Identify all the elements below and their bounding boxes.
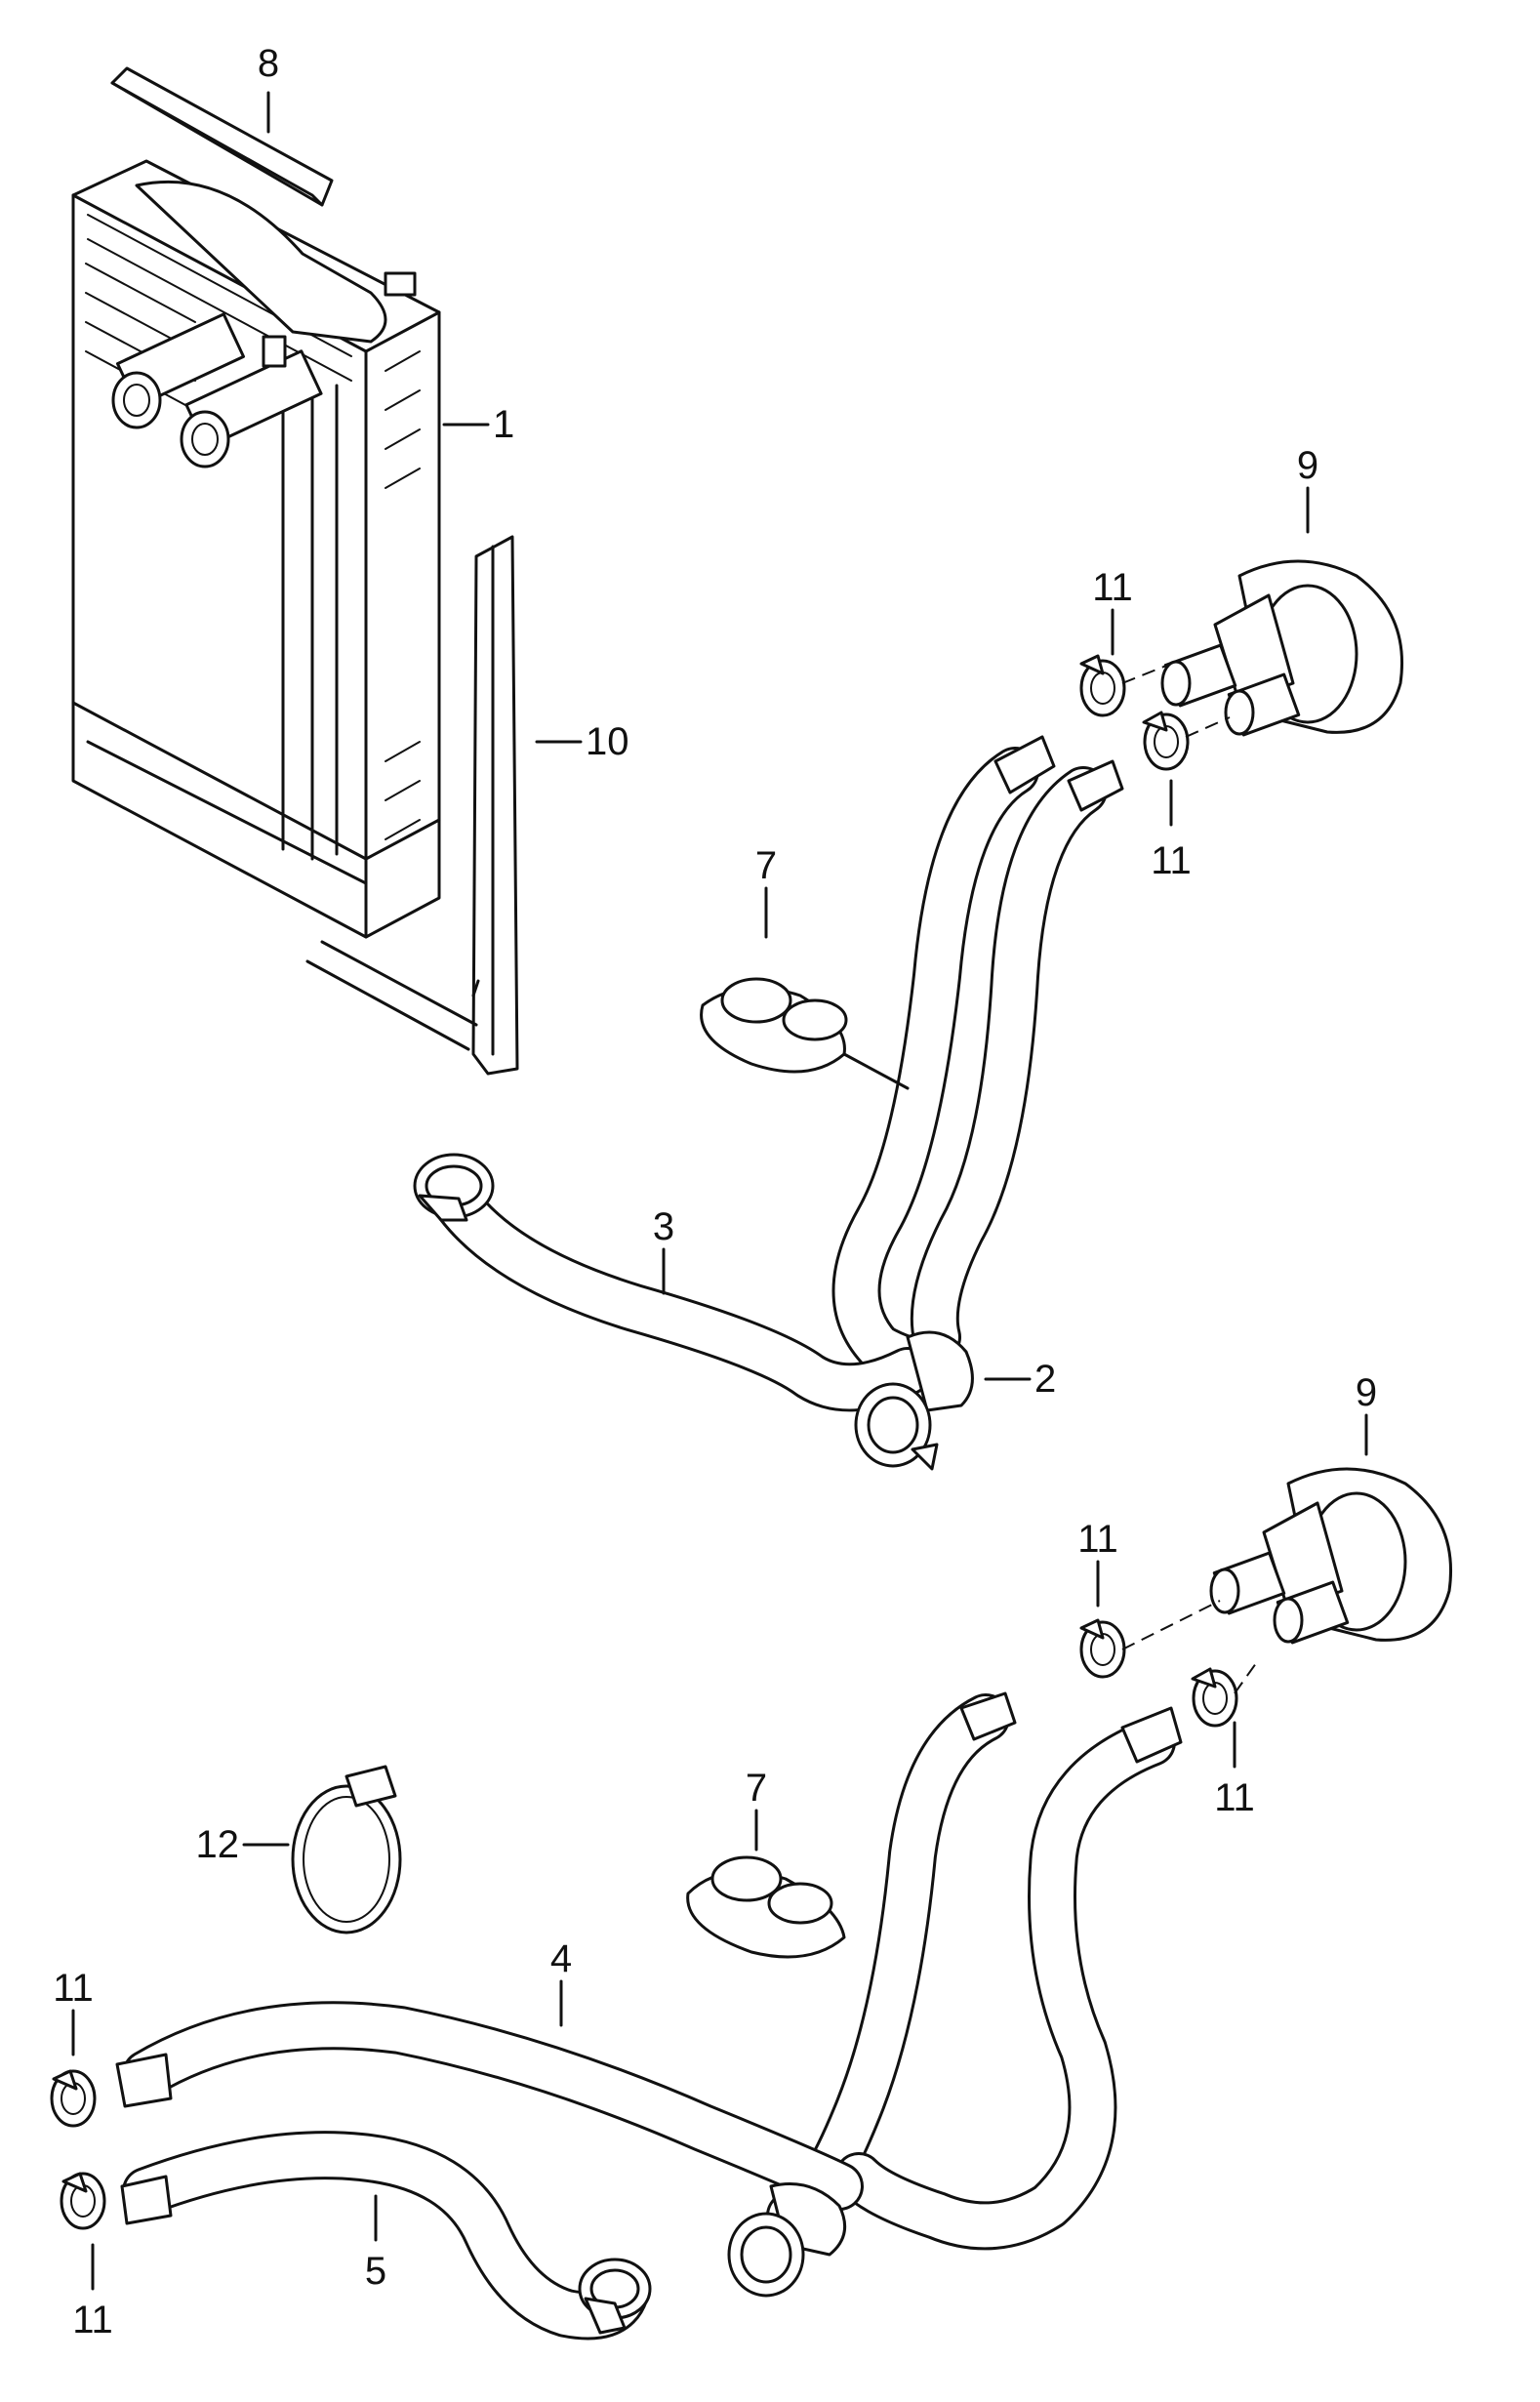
callout-2: 2 [1034,1358,1056,1401]
grommet-upper [700,977,910,1090]
callouts: 8 1 10 9 11 11 7 3 2 9 11 11 12 7 4 11 5… [53,42,1377,2341]
hose-clamp-upper-b [1142,711,1190,771]
upper-hoses [413,735,1124,1471]
callout-4: 4 [550,1937,572,1980]
callout-11-upper-b: 11 [1151,839,1192,882]
callout-3: 3 [653,1205,674,1248]
heater-valve-upper [1160,559,1404,737]
assembly-line-lower [1121,1600,1260,1694]
callout-11-lower-a: 11 [1077,1518,1118,1561]
hose-clamp-lower-a [1079,1618,1126,1679]
callout-9-upper: 9 [1297,444,1318,487]
leader-lines [71,91,1368,2291]
callout-7-upper: 7 [755,844,777,887]
hose-clamp-upper-a [1079,654,1126,717]
callout-5: 5 [365,2250,386,2293]
hose-clamp-lower-c [50,2069,97,2128]
hose-clamp-lower-d [60,2172,106,2230]
callout-11-lower-b: 11 [1214,1776,1255,1819]
callout-9-lower: 9 [1356,1371,1377,1414]
lower-hoses [115,1691,1183,2341]
callout-11-lower-d: 11 [72,2299,113,2341]
foam-strip [110,66,334,207]
callout-7-lower: 7 [746,1767,767,1810]
callout-11-lower-c: 11 [53,1967,94,2010]
band-clamp [291,1765,402,1934]
assembly-line [1121,663,1231,738]
callout-12: 12 [196,1823,240,1866]
seal-frame [305,535,519,1076]
callout-10: 10 [586,720,629,763]
heater-valve-lower [1209,1467,1453,1645]
heater-core [71,159,441,939]
callout-1: 1 [493,403,514,446]
callout-8: 8 [258,42,279,85]
grommet-lower [686,1855,846,1959]
hose-clamp-lower-b [1191,1667,1238,1728]
callout-11-upper-a: 11 [1092,566,1133,609]
